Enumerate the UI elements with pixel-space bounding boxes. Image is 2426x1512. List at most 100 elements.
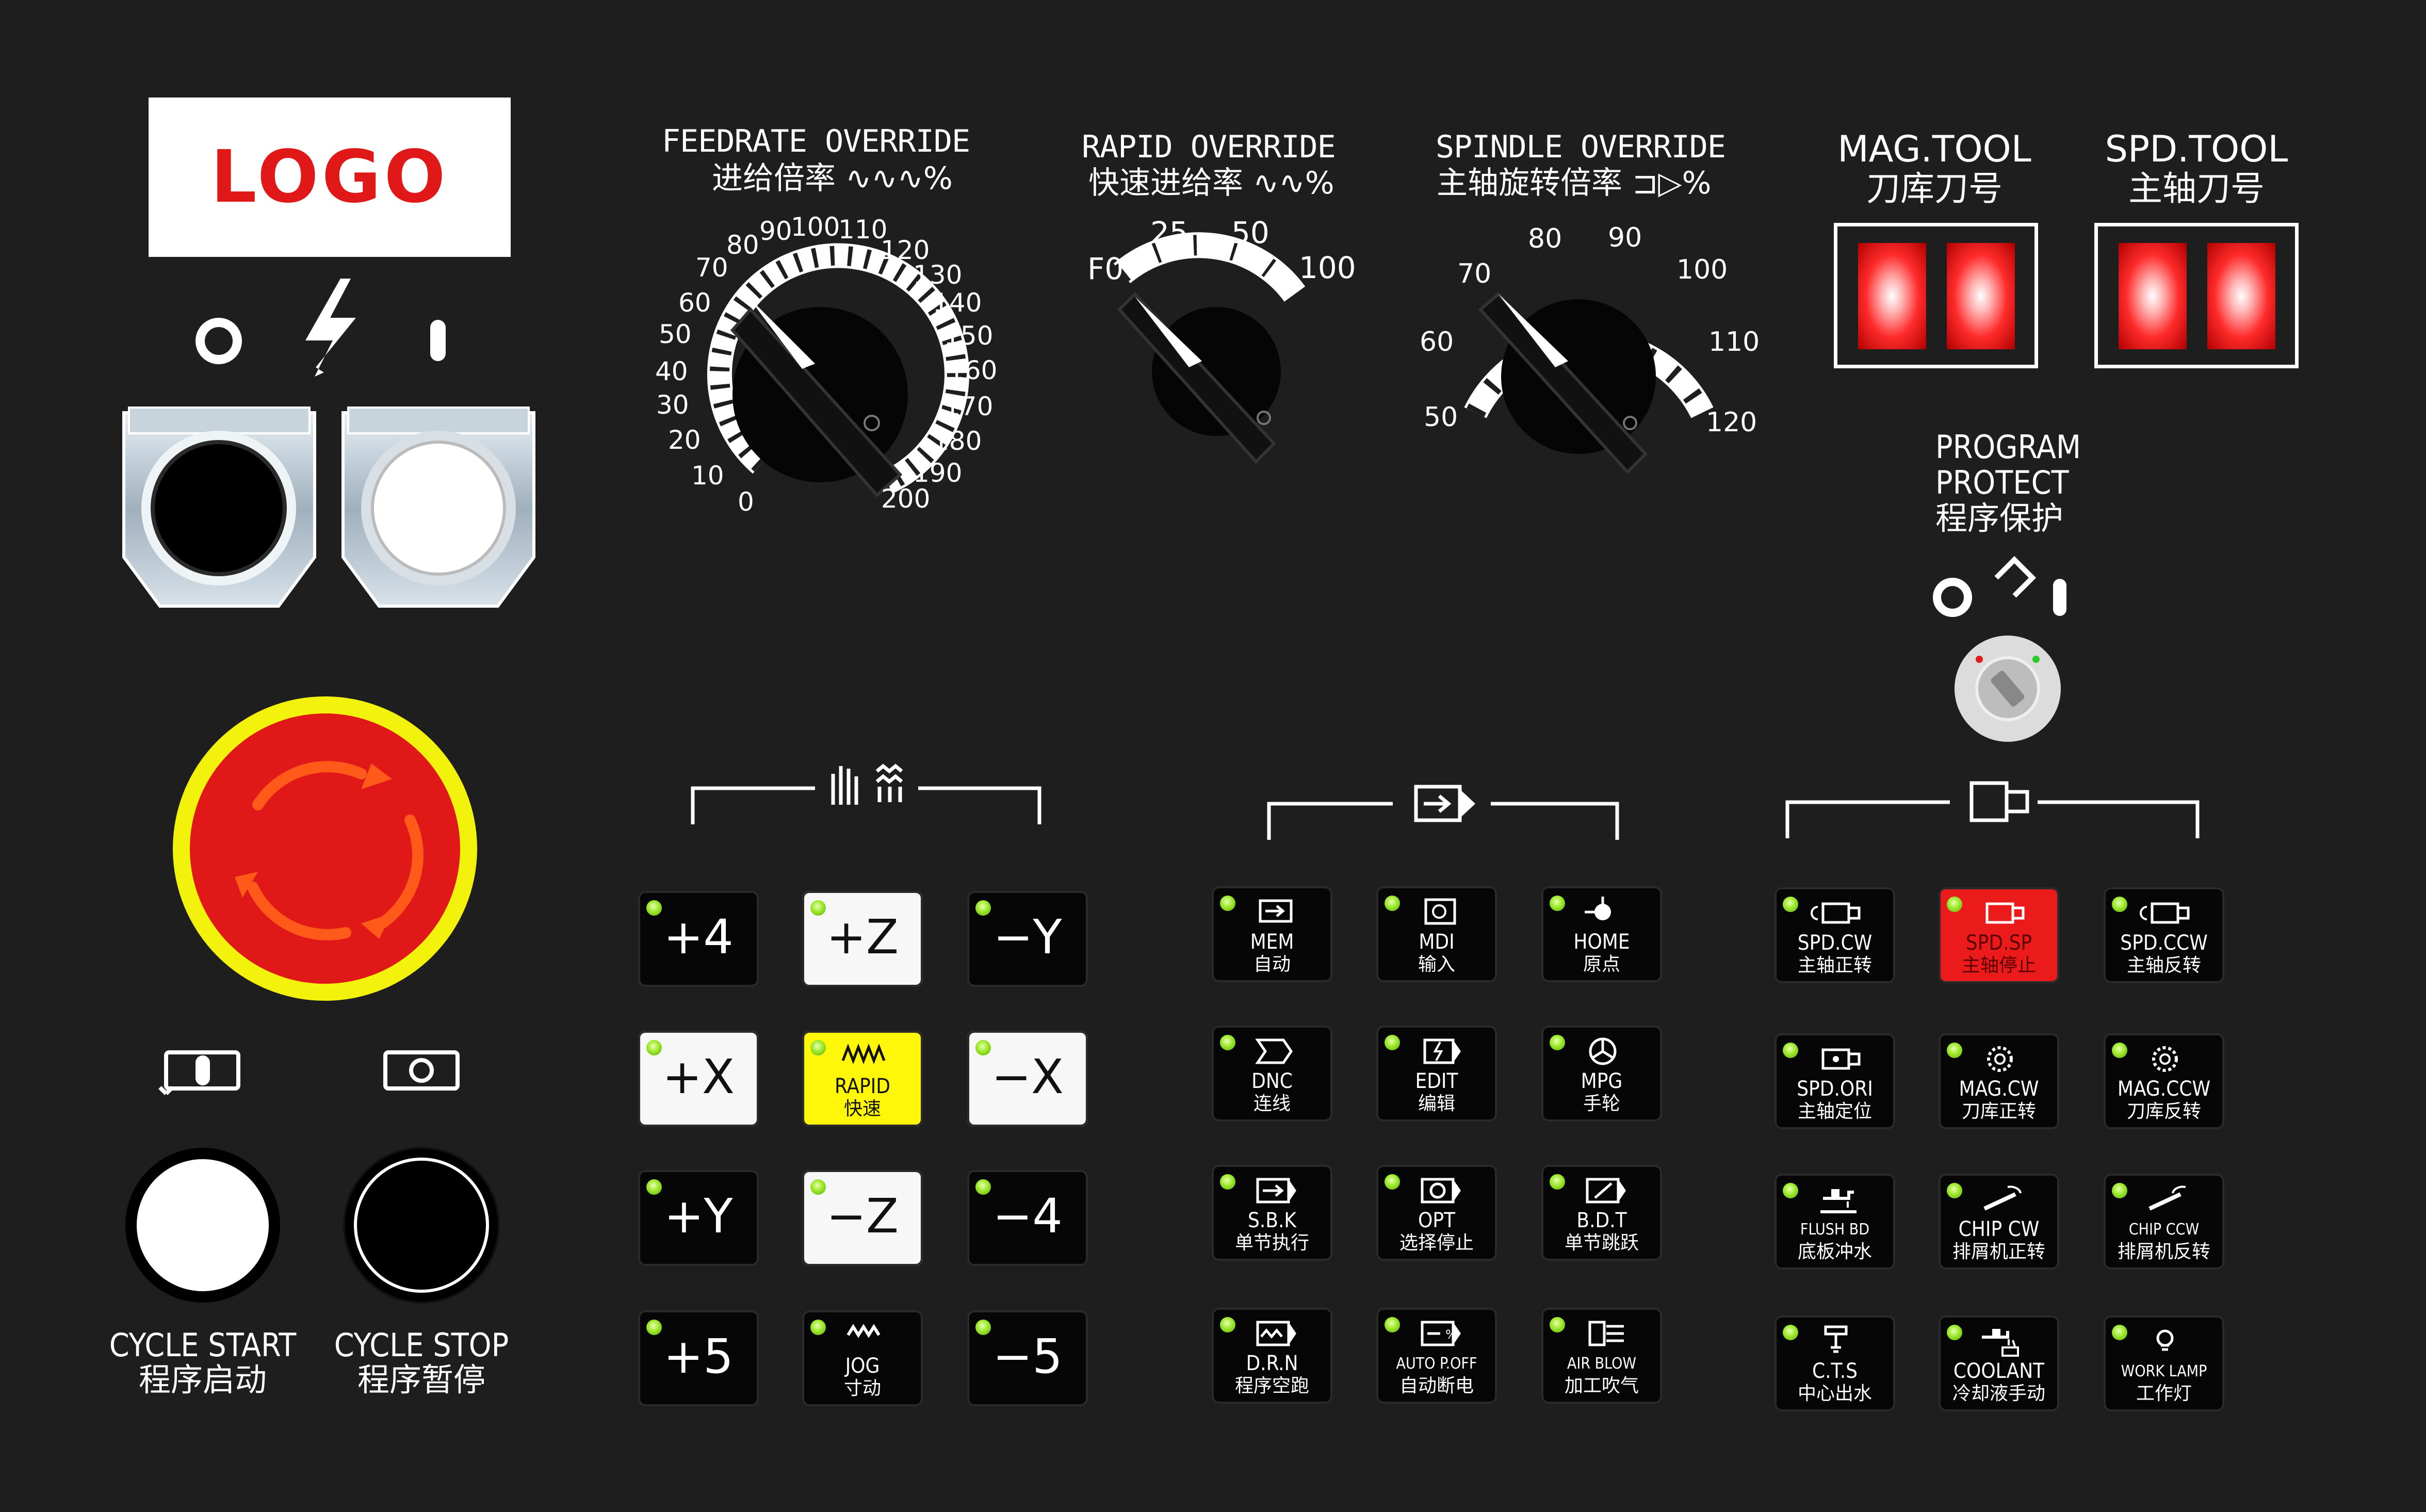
key-minus-y[interactable]: −Y <box>967 891 1088 987</box>
key-sublabel: 手轮 <box>1583 1093 1620 1114</box>
scale-label: 20 <box>668 425 701 455</box>
spd-tool-subtitle: 主轴刀号 <box>2128 169 2265 208</box>
scale-label: 120 <box>1706 407 1757 438</box>
jog-hand-icon <box>831 763 903 805</box>
auto-power-off-icon: % <box>1409 1317 1466 1351</box>
rapid-subtitle: 快速进给率 ∿∿% <box>1088 165 1334 201</box>
magazine-ccw-icon <box>2137 1043 2193 1077</box>
key-led-indicator <box>646 1040 662 1055</box>
key-sublabel: 编辑 <box>1418 1093 1455 1114</box>
key-led-indicator <box>1947 1183 1962 1198</box>
key-sublabel: 单节跳跃 <box>1564 1232 1639 1254</box>
key-label: SPD.CW <box>1797 931 1873 955</box>
rapid-dial[interactable] <box>1113 232 1306 464</box>
key-minus-4[interactable]: −4 <box>967 1170 1088 1266</box>
key-label: B.D.T <box>1576 1209 1627 1232</box>
key-plus-z[interactable]: +Z <box>802 891 923 987</box>
key-sublabel: 连线 <box>1253 1093 1291 1114</box>
scale-label: 50 <box>1424 402 1458 433</box>
scale-label: 80 <box>1528 223 1562 254</box>
key-label: CHIP CCW <box>2128 1221 2200 1239</box>
key-led-indicator <box>2112 897 2127 912</box>
key-minus-z[interactable]: −Z <box>802 1170 923 1266</box>
scale-label: 90 <box>1608 222 1642 253</box>
handwheel-icon <box>1574 1035 1631 1069</box>
cycle-stop-label: CYCLE STOP <box>334 1326 509 1364</box>
feedrate-dial[interactable] <box>707 243 969 498</box>
key-label: DNC <box>1251 1069 1293 1093</box>
key-plus-4[interactable]: +4 <box>638 891 759 987</box>
coolant-icon <box>1972 1325 2028 1359</box>
scale-label: 40 <box>655 356 688 386</box>
spindle-dial[interactable] <box>1464 291 1714 475</box>
key-label: MAG.CW <box>1959 1077 2039 1101</box>
cycle-stop-button[interactable] <box>343 1147 500 1304</box>
key-plus-5[interactable]: +5 <box>638 1310 759 1406</box>
key-sublabel: 主轴反转 <box>2126 955 2201 976</box>
key-sublabel: 程序空跑 <box>1234 1375 1309 1396</box>
scale-label: 140 <box>933 288 982 318</box>
scale-label: 100 <box>1676 254 1728 285</box>
scale-label: 10 <box>691 461 724 491</box>
key-led-indicator <box>1220 1174 1235 1190</box>
key-led-indicator <box>1783 1325 1798 1340</box>
rapid-title: RAPID OVERRIDE <box>1082 129 1336 165</box>
key-plus-x[interactable]: +X <box>638 1031 759 1127</box>
scale-label: 60 <box>1420 327 1454 357</box>
single-block-icon <box>1245 1174 1301 1208</box>
key-led-indicator <box>975 1320 991 1335</box>
key-minus-5[interactable]: −5 <box>967 1310 1088 1406</box>
scale-label: 80 <box>726 230 759 260</box>
power-on-button[interactable] <box>341 407 535 608</box>
key-label: JOG <box>845 1354 880 1378</box>
scale-label: 70 <box>695 253 728 283</box>
spindle-ccw-icon <box>2137 897 2193 931</box>
program-protect-key-switch[interactable] <box>1955 636 2061 742</box>
rapid-wave-icon <box>835 1040 892 1074</box>
key-led-indicator <box>1550 1174 1565 1190</box>
key-plus-y[interactable]: +Y <box>638 1170 759 1266</box>
cycle-start-button[interactable] <box>125 1148 280 1303</box>
scale-label: 200 <box>881 484 931 514</box>
key-sublabel: 自动 <box>1253 954 1291 975</box>
key-led-indicator <box>646 900 662 916</box>
key-led-indicator <box>1385 896 1400 911</box>
mdi-icon <box>1409 896 1466 930</box>
key-minus-x[interactable]: −X <box>967 1031 1088 1127</box>
scale-label: 150 <box>944 321 994 351</box>
scale-label: F0 <box>1087 251 1124 286</box>
power-off-button[interactable] <box>122 407 316 608</box>
block-delete-icon <box>1574 1174 1631 1208</box>
key-label: −X <box>991 1049 1064 1104</box>
spindle-group-icon <box>1969 781 2029 822</box>
